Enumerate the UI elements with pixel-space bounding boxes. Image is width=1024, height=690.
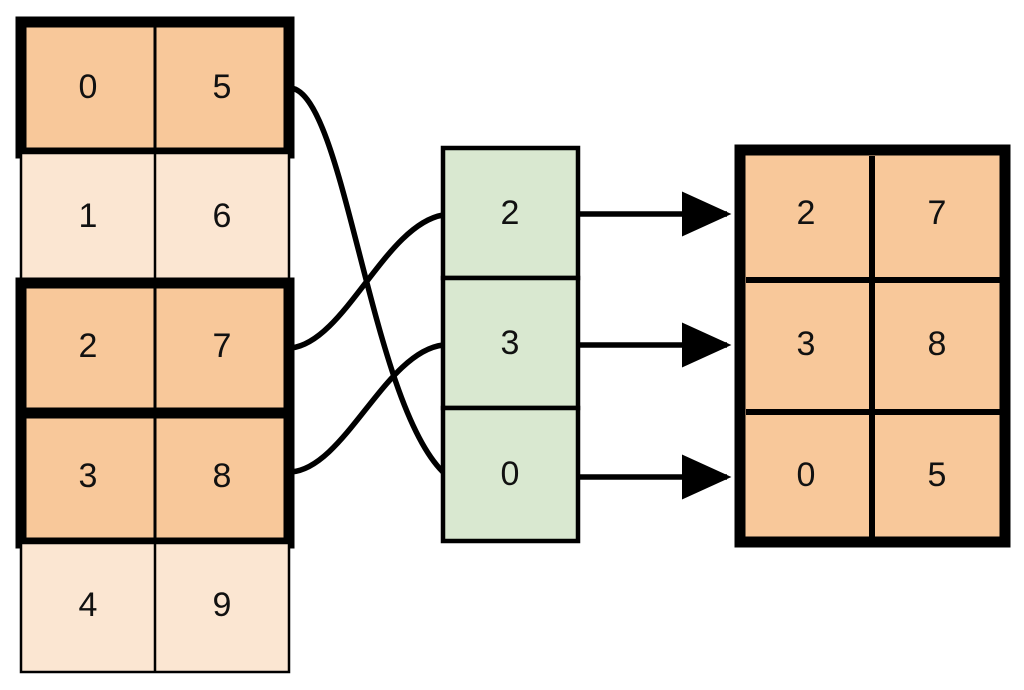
arrow-connectors [580, 191, 732, 500]
connector-source3-to-index1 [288, 342, 446, 475]
source-row-2[interactable]: 2 7 [15, 277, 295, 419]
index-cell-2[interactable]: 0 [440, 405, 581, 544]
connector-source2-to-index0 [288, 212, 446, 351]
source-row-3[interactable]: 3 8 [15, 407, 295, 549]
result-array: 2 7 3 8 0 5 [734, 144, 1011, 548]
source-row-1[interactable]: 1 6 [19, 151, 291, 285]
source-row-4[interactable]: 4 9 [19, 541, 291, 674]
source-array: 0 5 1 6 2 7 3 8 [15, 16, 295, 674]
index-cell-1[interactable]: 3 [440, 275, 581, 411]
index-array: 2 3 0 [440, 145, 581, 544]
curved-connectors [288, 85, 446, 475]
connector-source0-to-index2 [288, 85, 446, 475]
index-cell-0[interactable]: 2 [440, 145, 581, 281]
source-row-0[interactable]: 0 5 [15, 16, 295, 159]
